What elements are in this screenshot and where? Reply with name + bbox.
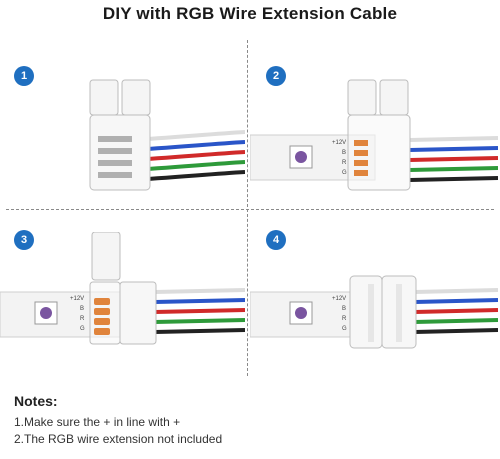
rgb-wires (154, 288, 245, 334)
rgb-wires (414, 288, 498, 334)
connector-open (347, 79, 411, 191)
step-4-illustration: +12V B R G (250, 232, 498, 372)
svg-text:G: G (342, 170, 347, 176)
svg-text:B: B (80, 306, 84, 312)
step-2-illustration: +12V B R G (250, 70, 498, 195)
divider-vertical (247, 40, 248, 376)
svg-text:+12V: +12V (70, 296, 84, 302)
svg-text:G: G (342, 326, 347, 332)
svg-text:R: R (80, 316, 85, 322)
notes-title: Notes: (14, 393, 58, 409)
note-1: 1.Make sure the + in line with + (14, 415, 181, 429)
svg-text:G: G (80, 326, 85, 332)
step-1-illustration (60, 70, 245, 195)
step-badge-2: 2 (266, 66, 286, 86)
svg-text:R: R (342, 160, 347, 166)
page-title: DIY with RGB Wire Extension Cable (102, 4, 398, 23)
step-badge-4: 4 (266, 230, 286, 250)
step-badge-1: 1 (14, 66, 34, 86)
divider-horizontal (6, 209, 494, 210)
notes-section: Notes: 1.Make sure the + in line with + … (14, 393, 484, 446)
connector-closed (349, 275, 417, 349)
connector-half-closed (89, 232, 157, 345)
note-2: 2.The RGB wire extension not included (14, 432, 223, 446)
svg-text:+12V: +12V (332, 296, 346, 302)
svg-text:B: B (342, 150, 346, 156)
rgb-wires (409, 136, 498, 182)
svg-text:+12V: +12V (332, 140, 346, 146)
step-3-illustration: +12V B R G (0, 232, 245, 372)
connector-open (89, 79, 151, 191)
step-badge-3: 3 (14, 230, 34, 250)
svg-text:B: B (342, 306, 346, 312)
svg-text:R: R (342, 316, 347, 322)
